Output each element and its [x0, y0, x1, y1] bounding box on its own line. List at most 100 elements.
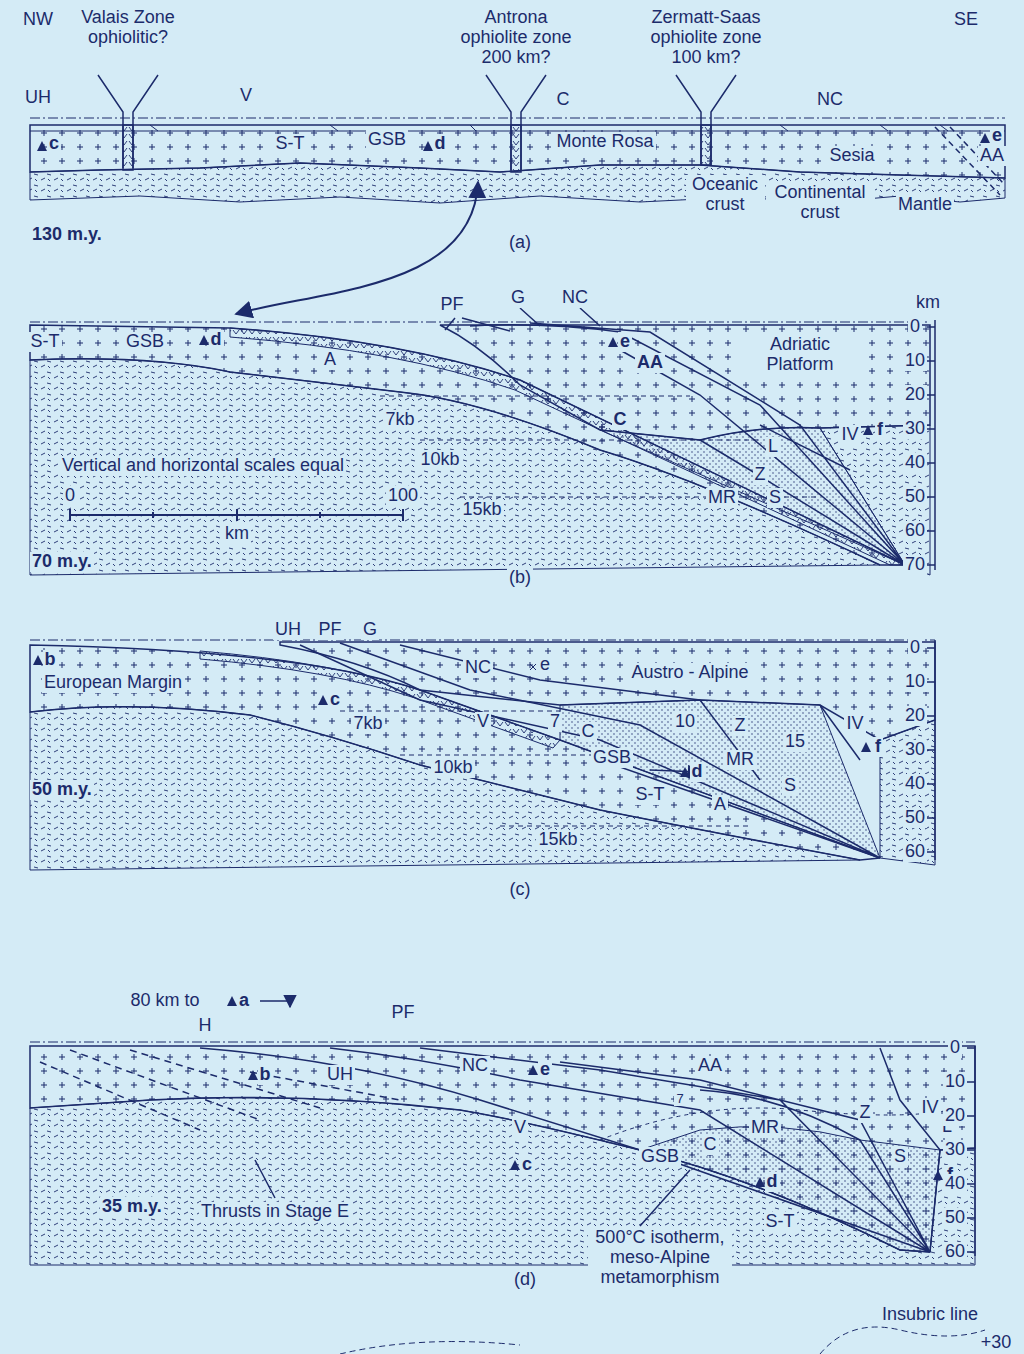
section-label: 30 [903, 419, 927, 439]
section-label: d [690, 762, 705, 782]
section-label: 7kb [351, 714, 384, 734]
section-label: Thrusts in Stage E [199, 1202, 351, 1222]
section-label: +30 [979, 1333, 1014, 1353]
section-label: Insubric line [878, 1305, 982, 1325]
section-label: f [873, 737, 883, 757]
section-label: NC [815, 90, 845, 110]
section-label: Adriatic Platform [743, 335, 857, 375]
section-label: 0 [908, 638, 922, 658]
section-label: 10 [943, 1072, 967, 1092]
section-label: MR [706, 488, 738, 508]
section-label: IV [919, 1098, 940, 1118]
section-label: Continental crust [766, 183, 875, 223]
section-label: A [322, 350, 338, 370]
section-label: 10 [903, 672, 927, 692]
section-label: S-T [29, 332, 62, 352]
section-label: PF [316, 620, 343, 640]
section-label: Z [753, 465, 768, 485]
section-label: IV [844, 714, 865, 734]
section-label: 15kb [460, 500, 503, 520]
section-label: e [538, 1060, 552, 1080]
section-label: 10 [903, 351, 927, 371]
section-label: c [47, 134, 61, 154]
section-label: 35 m.y. [100, 1197, 164, 1217]
section-label: Antrona ophiolite zone 200 km? [449, 8, 583, 67]
section-label: AA [635, 353, 665, 373]
section-label: S [782, 776, 798, 796]
section-label: 130 m.y. [30, 225, 104, 245]
section-label: C [580, 722, 597, 742]
section-label: 7 [548, 712, 562, 732]
section-label: (d) [512, 1270, 538, 1290]
section-label: PF [389, 1003, 416, 1023]
panel-a [30, 75, 1005, 314]
section-label: 50 [903, 487, 927, 507]
section-label: 10kb [431, 758, 474, 778]
section-label: SE [952, 10, 980, 30]
section-label: 7kb [383, 410, 416, 430]
section-label: 40 [903, 453, 927, 473]
section-label: 10kb [418, 450, 461, 470]
section-label: (b) [507, 568, 533, 588]
section-label: 40 [943, 1174, 967, 1194]
section-label: 80 km to [128, 991, 201, 1011]
section-label: GSB [591, 748, 633, 768]
section-label: AA [696, 1056, 724, 1076]
section-label: d [765, 1172, 780, 1192]
section-label: 20 [943, 1106, 967, 1126]
section-label: f [875, 420, 885, 440]
section-label: GSB [639, 1147, 681, 1167]
section-label: C [612, 410, 629, 430]
section-label: UH [325, 1065, 355, 1085]
section-label: S-T [634, 785, 667, 805]
section-label: 0 [948, 1038, 962, 1058]
section-label: V [475, 712, 491, 732]
section-label: 0 [908, 317, 922, 337]
section-label: S [892, 1147, 908, 1167]
section-label: V [512, 1118, 528, 1138]
section-label: d [433, 134, 448, 154]
section-label: PF [438, 295, 465, 315]
section-label: UH [273, 620, 303, 640]
section-label: UH [23, 88, 53, 108]
section-label: 0 [63, 486, 77, 506]
section-label: NC [460, 1056, 490, 1076]
section-label: Oceanic crust [686, 175, 765, 215]
section-label: C [702, 1135, 719, 1155]
section-label: d [209, 330, 224, 350]
section-label: b [258, 1065, 273, 1085]
section-label: IV [839, 425, 860, 445]
panel-c [30, 640, 935, 870]
section-label: H [197, 1016, 214, 1036]
section-label: Sesia [827, 146, 876, 166]
section-label: 15kb [536, 830, 579, 850]
section-label: 30 [903, 740, 927, 760]
section-label: (a) [507, 233, 533, 253]
section-label: (c) [508, 880, 533, 900]
section-label: 7 [674, 1092, 685, 1106]
section-label: G [361, 620, 379, 640]
section-label: km [223, 524, 251, 544]
section-label: A [712, 795, 728, 815]
section-label: 50 m.y. [30, 780, 94, 800]
section-label: Zermatt-Saas ophiolite zone 100 km? [639, 8, 773, 67]
section-label: 20 [903, 706, 927, 726]
section-label: S [767, 488, 783, 508]
section-label: NW [21, 10, 55, 30]
section-label: Austro - Alpine [629, 663, 750, 683]
section-label: 50 [943, 1208, 967, 1228]
section-label: 70 [903, 555, 927, 575]
section-label: Mantle [896, 195, 954, 215]
section-label: 10 [673, 712, 697, 732]
section-label: Z [858, 1103, 873, 1123]
section-label: AA [978, 146, 1006, 166]
section-label: MR [724, 750, 756, 770]
section-label: L [766, 437, 780, 457]
panel-b [30, 308, 935, 575]
section-label: e [990, 126, 1004, 146]
section-label: GSB [124, 332, 166, 352]
section-label: 40 [903, 774, 927, 794]
section-label: 30 [943, 1140, 967, 1160]
section-label: NC [560, 288, 590, 308]
section-label: Monte Rosa [554, 132, 655, 152]
